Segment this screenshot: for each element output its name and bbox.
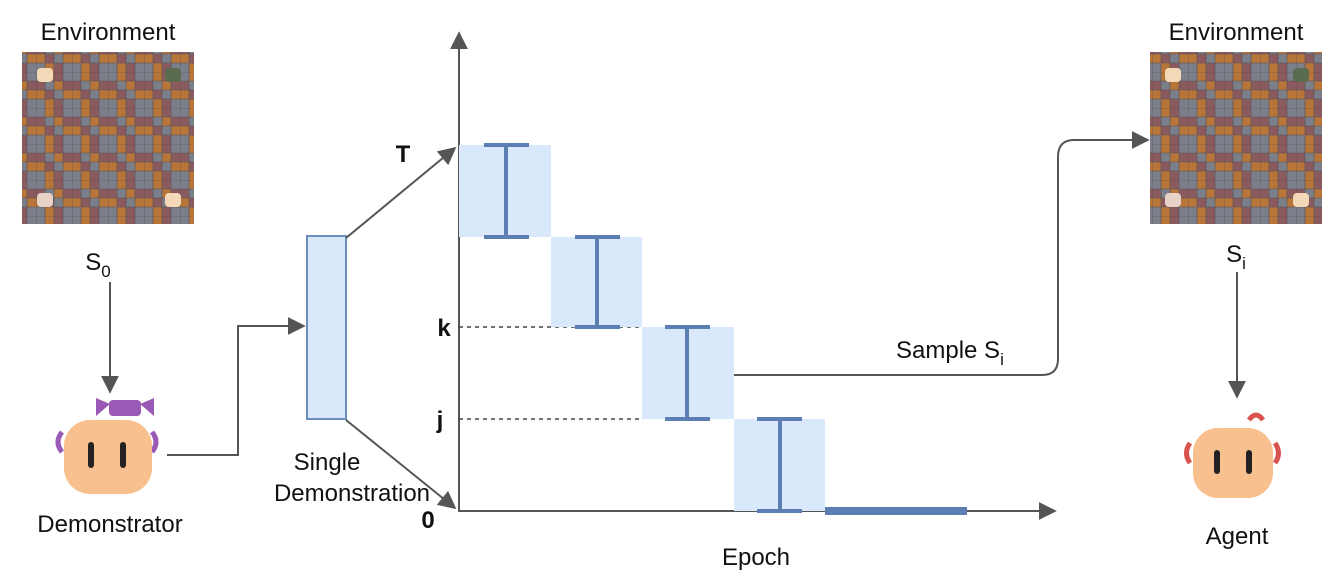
demo-label-line1: Single xyxy=(294,449,361,476)
state-s0-label: S0 xyxy=(85,249,110,281)
arrow-demo-to-0 xyxy=(345,419,457,510)
interval-block-4 xyxy=(734,417,825,513)
env-left-title: Environment xyxy=(41,19,176,46)
single-demonstration-box xyxy=(306,235,347,420)
arrow-sample xyxy=(734,131,1150,376)
interval-block-3 xyxy=(642,325,734,421)
env-right-title: Environment xyxy=(1169,19,1304,46)
player-sprite-icon xyxy=(37,68,181,207)
tick-label-0: 0 xyxy=(421,507,434,534)
demonstrator-icon xyxy=(55,398,159,494)
agent-label: Agent xyxy=(1206,523,1269,550)
env-left-grid xyxy=(22,52,194,224)
sample-label: Sample Si xyxy=(896,337,1004,369)
tick-label-k: k xyxy=(437,315,451,342)
env-right-grid xyxy=(1150,52,1322,224)
interval-block-2 xyxy=(551,235,642,329)
tick-label-T: T xyxy=(396,141,411,168)
agent-icon xyxy=(1184,412,1281,498)
demonstrator-label: Demonstrator xyxy=(37,511,182,538)
demo-label-line2: Demonstration xyxy=(274,480,430,507)
arrow-demonstrator-to-demo xyxy=(167,317,306,456)
tick-label-j: j xyxy=(436,407,444,434)
interval-block-1 xyxy=(459,143,551,239)
state-si-label: Si xyxy=(1226,241,1246,273)
arrow-demo-to-T xyxy=(345,146,457,239)
player-sprite-icon xyxy=(1165,68,1309,207)
x-axis-label: Epoch xyxy=(722,544,790,571)
